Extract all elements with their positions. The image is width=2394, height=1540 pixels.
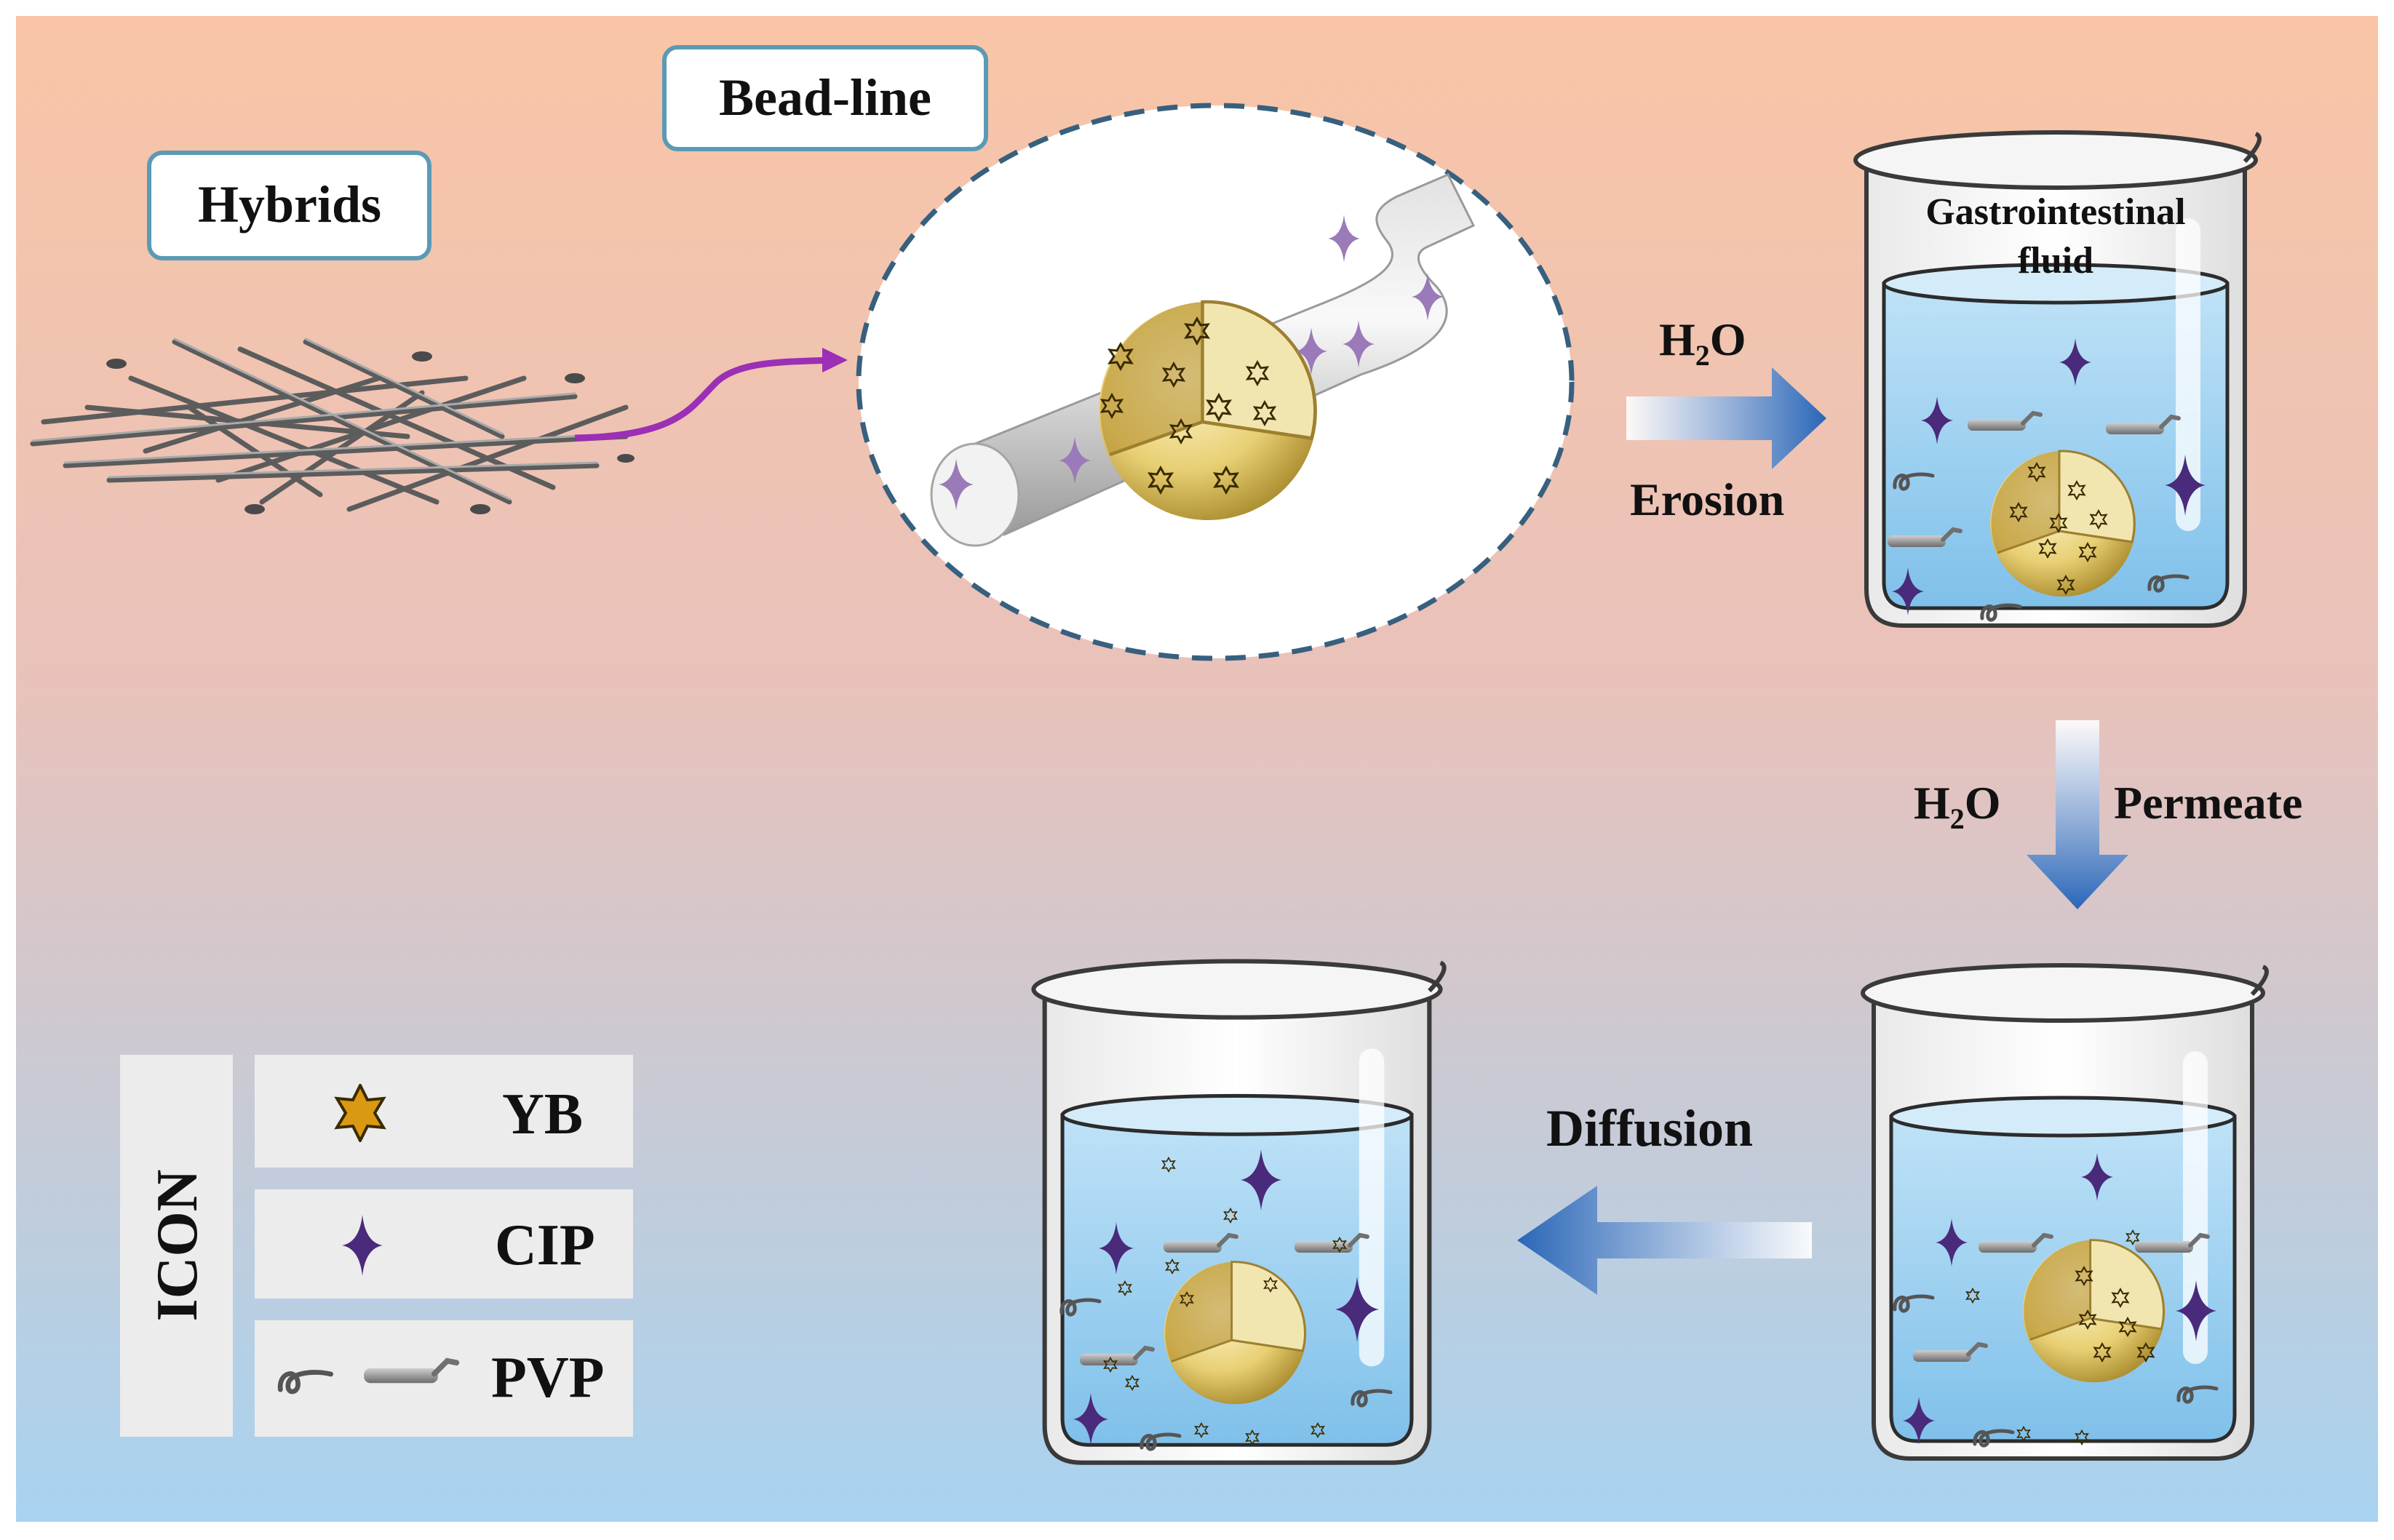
beaker-gastro: Gastrointestinal fluid	[1856, 132, 2259, 626]
permeate-label: Permeate	[2114, 777, 2302, 829]
beaker-permeated	[1863, 965, 2267, 1459]
legend: ICON YB CIP PVP	[120, 1055, 633, 1437]
beaker-diffused	[1033, 961, 1444, 1462]
bead-line-label-box: Bead-line	[662, 45, 988, 151]
gastro-label-line2: fluid	[2018, 240, 2093, 282]
legend-label-pvp: PVP	[491, 1346, 605, 1410]
legend-title-box	[120, 1055, 233, 1437]
h2o-label-top: H2O	[1659, 314, 1746, 372]
legend-label-yb: YB	[502, 1082, 583, 1146]
hybrids-label-box: Hybrids	[147, 151, 432, 260]
erosion-label: Erosion	[1630, 474, 1784, 525]
bead-line-zoom	[856, 103, 1575, 661]
hybrids-label: Hybrids	[198, 175, 381, 234]
h2o-label-mid: H2O	[1914, 777, 2001, 835]
diffusion-arrow	[1517, 1186, 1812, 1295]
diffusion-label: Diffusion	[1546, 1099, 1753, 1157]
legend-row-pvp	[255, 1320, 633, 1437]
connector-arrow	[574, 356, 830, 442]
erosion-arrow	[1626, 367, 1826, 469]
bead-line-label: Bead-line	[719, 68, 931, 127]
legend-row-cip	[255, 1189, 633, 1298]
permeate-arrow	[2027, 720, 2128, 909]
fiber-mesh	[30, 338, 635, 514]
connector-arrowhead	[822, 348, 848, 372]
legend-label-cip: CIP	[495, 1213, 595, 1277]
gastro-label-line1: Gastrointestinal	[1925, 191, 2185, 233]
legend-title: ICON	[146, 1170, 210, 1322]
legend-row-yb	[255, 1055, 633, 1168]
